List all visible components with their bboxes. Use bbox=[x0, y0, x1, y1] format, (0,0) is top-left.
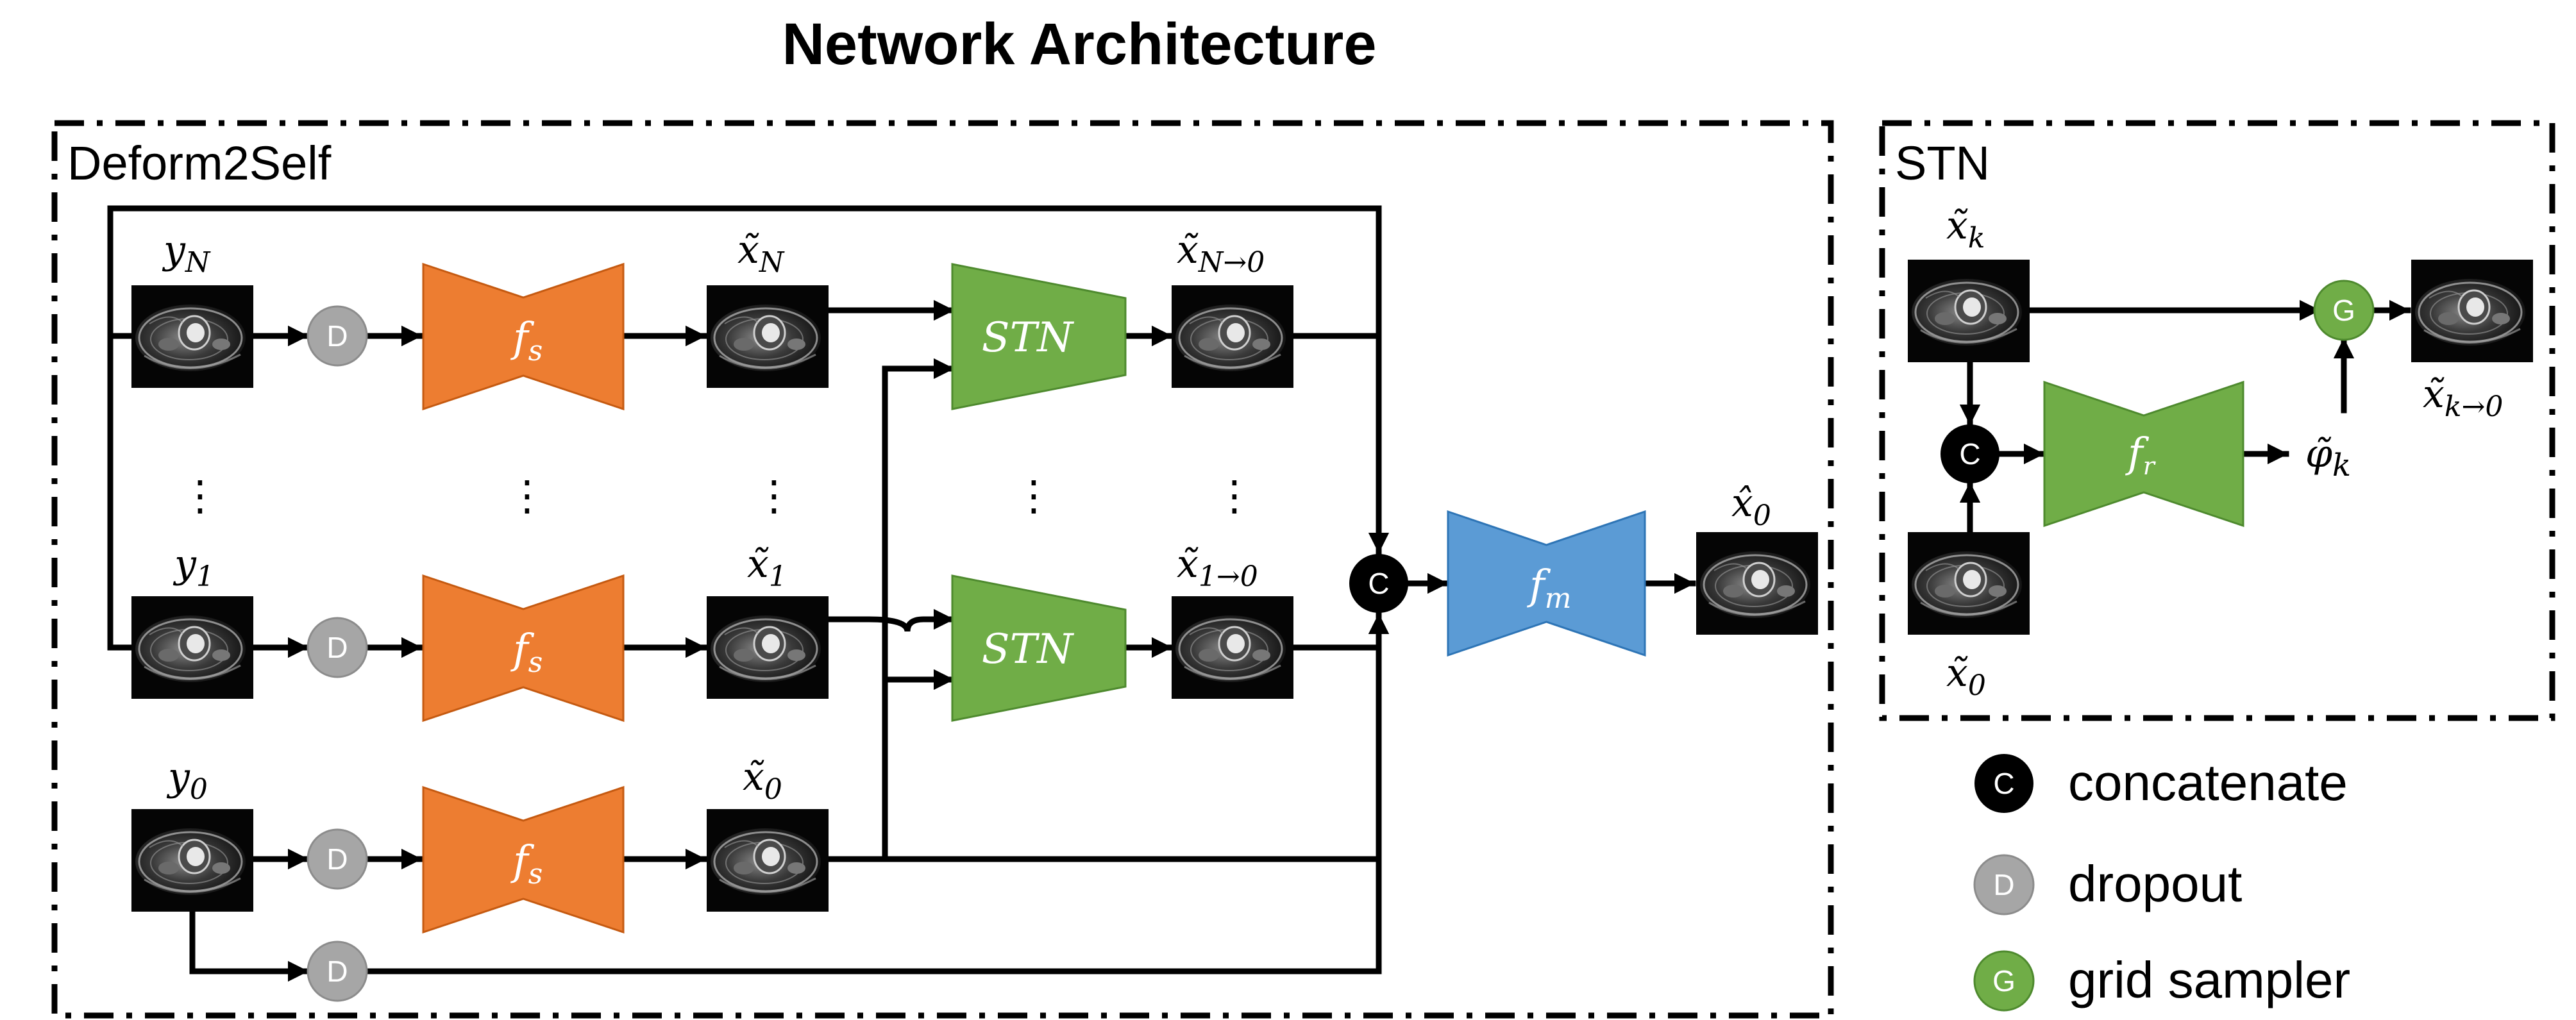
wire-y0-skip bbox=[189, 908, 310, 982]
image-y1 bbox=[131, 596, 253, 699]
stn-label-1: STN bbox=[982, 626, 1075, 673]
stn-block-1 bbox=[951, 574, 1127, 722]
concat-op-stn: C bbox=[1940, 424, 1999, 483]
label-y1: y1 bbox=[173, 542, 214, 593]
label-xt1: x̃1 bbox=[747, 542, 787, 593]
ellipsis-y: ⋮ bbox=[180, 472, 221, 520]
ellipsis-fs: ⋮ bbox=[507, 472, 548, 520]
label-xtN: x̃N bbox=[737, 228, 785, 279]
svg-text:C: C bbox=[1959, 437, 1980, 471]
wire-xt1-to-stn bbox=[827, 608, 955, 632]
svg-text:C: C bbox=[1993, 767, 2014, 800]
image-xt0 bbox=[707, 809, 829, 912]
fr-block bbox=[2043, 380, 2244, 528]
diagram-title: Network Architecture bbox=[782, 12, 1376, 77]
label-xt0: x̃0 bbox=[743, 755, 782, 806]
legend: C concatenate D dropout G grid sampler bbox=[1973, 754, 2350, 1012]
ellipsis-xt: ⋮ bbox=[753, 472, 795, 520]
label-stn-xt0: x̃0 bbox=[1946, 651, 1986, 702]
label-stn-xtk: x̃k bbox=[1946, 203, 1985, 255]
wire-ref-to-stn-N bbox=[882, 358, 955, 862]
wire-xt10-to-concat bbox=[1291, 612, 1390, 651]
fs-label-1: fs bbox=[510, 626, 543, 679]
svg-text:D: D bbox=[326, 319, 348, 353]
stn-label-N: STN bbox=[982, 314, 1075, 362]
image-xt10 bbox=[1172, 596, 1293, 699]
fm-block bbox=[1447, 510, 1646, 657]
dropout-op-N: D bbox=[307, 305, 368, 367]
legend-item-grid-sampler: G grid sampler bbox=[1973, 950, 2350, 1012]
svg-text:dropout: dropout bbox=[2068, 855, 2242, 912]
legend-item-dropout: D dropout bbox=[1973, 854, 2242, 915]
label-stn-xtk0: x̃k→0 bbox=[2423, 372, 2503, 423]
dropout-op-skip: D bbox=[307, 941, 368, 1002]
label-xtN0: x̃N→0 bbox=[1177, 228, 1265, 279]
label-y0: y0 bbox=[166, 755, 208, 806]
image-stn-xtk bbox=[1908, 260, 2030, 362]
image-stn-xtk0 bbox=[2411, 260, 2533, 362]
image-xt1 bbox=[707, 596, 829, 699]
dropout-op-1: D bbox=[307, 617, 368, 678]
grid-sampler-op: G bbox=[2313, 280, 2375, 341]
image-stn-xt0 bbox=[1908, 532, 2030, 635]
label-phi-k: φ̃k bbox=[2305, 431, 2351, 483]
fs-block-N bbox=[422, 262, 625, 411]
stn-frame bbox=[1879, 120, 2555, 721]
ellipsis-ref: ⋮ bbox=[864, 472, 905, 520]
dropout-op-0: D bbox=[307, 828, 368, 890]
label-xh0: x̂0 bbox=[1731, 481, 1771, 532]
fs-block-1 bbox=[422, 574, 625, 723]
svg-text:D: D bbox=[326, 842, 348, 876]
legend-item-concatenate: C concatenate bbox=[1974, 754, 2348, 813]
deform2self-panel-title: Deform2Self bbox=[67, 137, 332, 190]
label-yN: yN bbox=[162, 228, 211, 279]
ellipsis-stn: ⋮ bbox=[1013, 472, 1054, 520]
image-y0 bbox=[131, 809, 253, 912]
image-yN bbox=[131, 285, 253, 388]
svg-text:D: D bbox=[326, 631, 348, 664]
fm-label: fm bbox=[1527, 562, 1571, 615]
stn-panel-title: STN bbox=[1895, 137, 1990, 190]
stn-block-N bbox=[951, 263, 1127, 410]
fs-block-0 bbox=[422, 785, 625, 934]
svg-text:C: C bbox=[1368, 567, 1389, 600]
image-output-xh0 bbox=[1696, 532, 1818, 635]
svg-text:G: G bbox=[1992, 964, 2016, 998]
input-bus-left bbox=[107, 205, 1382, 651]
svg-text:D: D bbox=[1993, 868, 2014, 901]
svg-text:grid sampler: grid sampler bbox=[2068, 951, 2350, 1008]
label-xt10: x̃1→0 bbox=[1177, 542, 1258, 593]
image-xtN bbox=[707, 285, 829, 388]
image-xtN0 bbox=[1172, 285, 1293, 388]
svg-text:D: D bbox=[326, 955, 348, 988]
concat-op-main: C bbox=[1349, 554, 1408, 613]
deform2self-frame bbox=[51, 120, 1834, 1019]
svg-text:concatenate: concatenate bbox=[2068, 754, 2348, 811]
wire-skip-to-concat bbox=[365, 612, 1390, 974]
svg-text:G: G bbox=[2332, 294, 2355, 327]
ellipsis-xt-warped: ⋮ bbox=[1214, 472, 1255, 520]
